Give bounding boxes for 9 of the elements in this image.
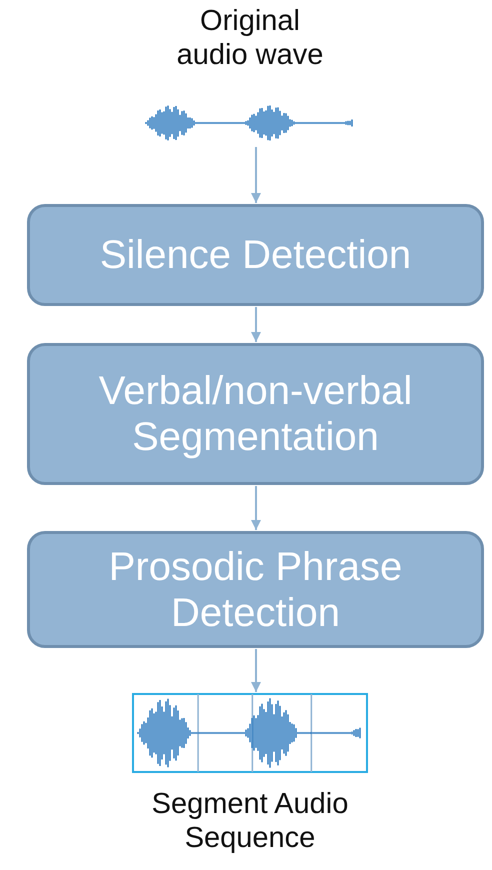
arrow bbox=[251, 486, 261, 530]
node-label: Segment Audio Sequence bbox=[150, 787, 350, 855]
arrow bbox=[251, 147, 261, 203]
process-box: Prosodic Phrase Detection bbox=[27, 531, 484, 648]
node-label: Original audio wave bbox=[176, 4, 324, 72]
arrow bbox=[251, 307, 261, 342]
process-box: Verbal/non-verbal Segmentation bbox=[27, 343, 484, 485]
arrow bbox=[251, 649, 261, 692]
process-box: Silence Detection bbox=[27, 204, 484, 306]
